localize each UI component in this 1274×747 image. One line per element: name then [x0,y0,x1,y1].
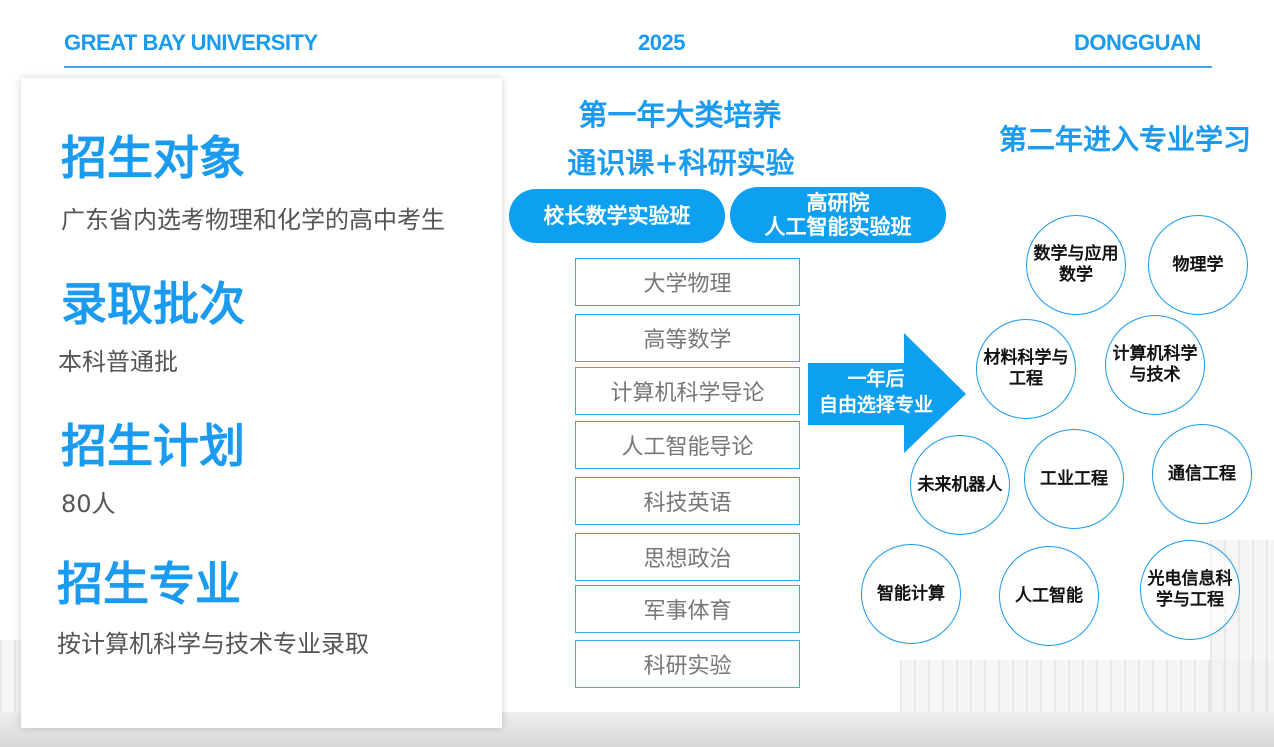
admission-info-card [21,78,502,728]
course-item: 高等数学 [575,314,800,362]
major-circle: 智能计算 [861,544,961,644]
major-circle: 工业工程 [1024,429,1124,529]
course-item: 科研实验 [575,640,800,688]
header-city: DONGGUAN [1074,30,1201,55]
course-item: 军事体育 [575,585,800,633]
text-plan: 80人 [61,490,116,518]
heading-plan: 招生计划 [61,419,245,473]
heading-target: 招生对象 [61,131,245,185]
course-item: 计算机科学导论 [575,367,800,415]
class-ai: 高研院 人工智能实验班 [730,187,946,243]
major-circle: 物理学 [1148,215,1248,315]
major-circle: 材料科学与工程 [976,319,1076,419]
major-circle: 数学与应用数学 [1026,215,1126,315]
year1-title-line1: 第一年大类培养 [578,98,782,132]
major-circle: 未来机器人 [910,435,1010,535]
course-item: 大学物理 [575,258,800,306]
heading-batch: 录取批次 [61,277,245,331]
course-item: 思想政治 [575,533,800,581]
arrow-label-line1: 一年后 [847,368,905,390]
class-ai-line1: 高研院 [806,191,870,215]
major-circle: 通信工程 [1152,424,1252,524]
text-batch: 本科普通批 [58,348,178,376]
year1-title-line2: 通识课+科研实验 [567,146,795,180]
arrow-label-line2: 自由选择专业 [818,394,933,416]
year2-title: 第二年进入专业学习 [998,123,1251,156]
header-divider [64,66,1212,68]
text-major: 按计算机科学与技术专业录取 [57,630,369,658]
heading-major: 招生专业 [57,557,241,611]
major-circle: 计算机科学与技术 [1105,315,1205,415]
arrow-right-icon [808,333,966,453]
course-item: 科技英语 [575,477,800,525]
text-target: 广东省内选考物理和化学的高中考生 [61,206,445,234]
arrow-label: 一年后 自由选择专业 [808,366,944,418]
class-ai-line2: 人工智能实验班 [764,215,912,239]
course-item: 人工智能导论 [575,421,800,469]
major-circle: 人工智能 [999,546,1099,646]
class-math: 校长数学实验班 [509,189,725,243]
header-university: GREAT BAY UNIVERSITY [64,30,318,55]
major-circle: 光电信息科学与工程 [1140,540,1240,640]
header-year: 2025 [638,30,685,55]
